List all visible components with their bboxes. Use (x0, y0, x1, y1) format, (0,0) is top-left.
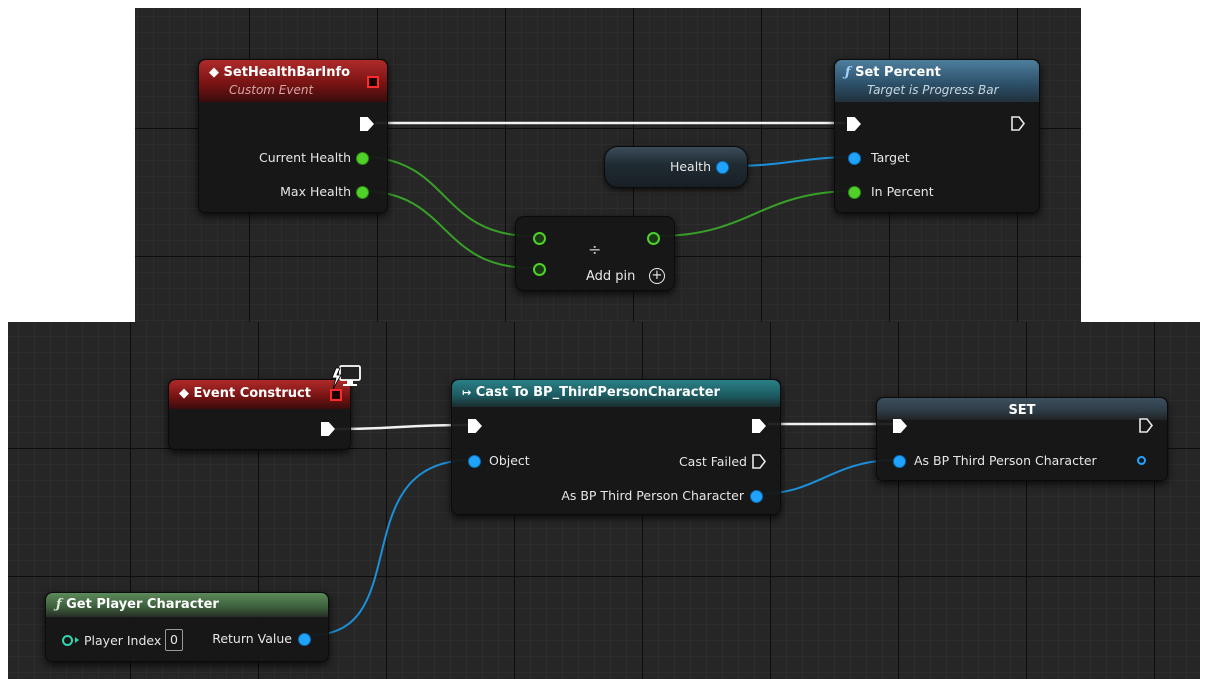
node-title: Get Player Character (66, 597, 219, 612)
node-subtitle: Target is Progress Bar (867, 83, 999, 97)
cast-node[interactable]: ↦ Cast To BP_ThirdPersonCharacter Object… (451, 379, 781, 515)
event-diamond-icon: ◆ (179, 386, 189, 401)
pin-divide-a[interactable] (533, 232, 546, 245)
health-variable-node[interactable]: Health (604, 146, 748, 188)
pin-divide-b[interactable] (533, 263, 546, 276)
pin-label-target: Target (871, 150, 910, 165)
exec-in-pin[interactable] (893, 419, 907, 433)
divide-node[interactable]: ÷ Add pin + (515, 216, 675, 291)
exec-out-pin[interactable] (752, 419, 766, 433)
pin-divide-out[interactable] (647, 232, 660, 245)
function-f-icon: ƒ (845, 65, 851, 80)
cast-arrow-icon: ↦ (462, 386, 472, 399)
node-title: Event Construct (193, 386, 311, 401)
pin-label-player-index: Player Index (84, 633, 162, 648)
pin-current-health[interactable] (356, 152, 369, 165)
replication-icon (367, 76, 379, 88)
node-title: Cast To BP_ThirdPersonCharacter (475, 385, 720, 400)
node-header[interactable]: ƒ Get Player Character (46, 593, 328, 617)
pin-in-percent[interactable] (848, 186, 861, 199)
get-player-character-node[interactable]: ƒ Get Player Character Player Index 0 Re… (45, 592, 329, 662)
exec-cast-failed-pin[interactable] (752, 454, 766, 469)
node-header[interactable]: ◆ SetHealthBarInfo Custom Event (199, 60, 387, 102)
node-header[interactable]: ◆ Event Construct (169, 380, 350, 409)
pin-return-value[interactable] (298, 633, 311, 646)
variable-label: Health (669, 159, 711, 174)
pin-as-bp-out[interactable] (750, 490, 763, 503)
set-variable-node[interactable]: SET As BP Third Person Character (876, 397, 1168, 481)
function-f-icon: ƒ (56, 597, 62, 612)
exec-out-pin[interactable] (321, 422, 335, 436)
event-construct-node[interactable]: ◆ Event Construct (168, 379, 351, 450)
pin-label-as-bp: As BP Third Person Character (561, 488, 744, 503)
exec-in-pin[interactable] (847, 117, 861, 131)
add-pin-label[interactable]: Add pin (586, 269, 636, 284)
node-header[interactable]: ƒ Set Percent Target is Progress Bar (835, 60, 1039, 102)
node-header[interactable]: SET (877, 398, 1167, 420)
divide-symbol: ÷ (588, 240, 602, 259)
node-title: SET (1008, 403, 1036, 418)
exec-in-pin[interactable] (468, 419, 482, 433)
player-index-input[interactable]: 0 (165, 629, 183, 651)
exec-out-pin[interactable] (360, 117, 374, 131)
pin-label-current-health: Current Health (259, 150, 351, 165)
event-diamond-icon: ◆ (209, 65, 219, 80)
add-pin-plus-icon[interactable]: + (649, 268, 665, 284)
replication-icon (330, 389, 342, 401)
set-percent-node[interactable]: ƒ Set Percent Target is Progress Bar Tar… (834, 59, 1040, 213)
node-title: SetHealthBarInfo (223, 65, 351, 80)
pin-label-in-percent: In Percent (871, 184, 934, 199)
exec-out-pin[interactable] (1139, 418, 1153, 433)
pin-player-index-arrow-icon (75, 637, 79, 643)
node-subtitle: Custom Event (229, 83, 314, 97)
pin-label-max-health: Max Health (280, 184, 351, 199)
pin-as-bp-out-ring[interactable] (1137, 456, 1146, 465)
pin-label-return-value: Return Value (212, 631, 292, 646)
pin-health-out[interactable] (716, 161, 729, 174)
client-only-monitor-icon (331, 365, 361, 390)
node-title: Set Percent (855, 65, 941, 80)
pin-object[interactable] (468, 455, 481, 468)
pin-player-index[interactable] (62, 635, 73, 646)
pin-max-health[interactable] (356, 186, 369, 199)
pin-label-object: Object (489, 453, 530, 468)
pin-label-as-bp: As BP Third Person Character (914, 453, 1097, 468)
custom-event-node[interactable]: ◆ SetHealthBarInfo Custom Event Current … (198, 59, 388, 213)
exec-out-pin[interactable] (1011, 116, 1025, 131)
pin-target[interactable] (848, 152, 861, 165)
pin-as-bp-in[interactable] (893, 455, 906, 468)
pin-label-cast-failed: Cast Failed (678, 454, 747, 469)
node-header[interactable]: ↦ Cast To BP_ThirdPersonCharacter (452, 380, 780, 407)
